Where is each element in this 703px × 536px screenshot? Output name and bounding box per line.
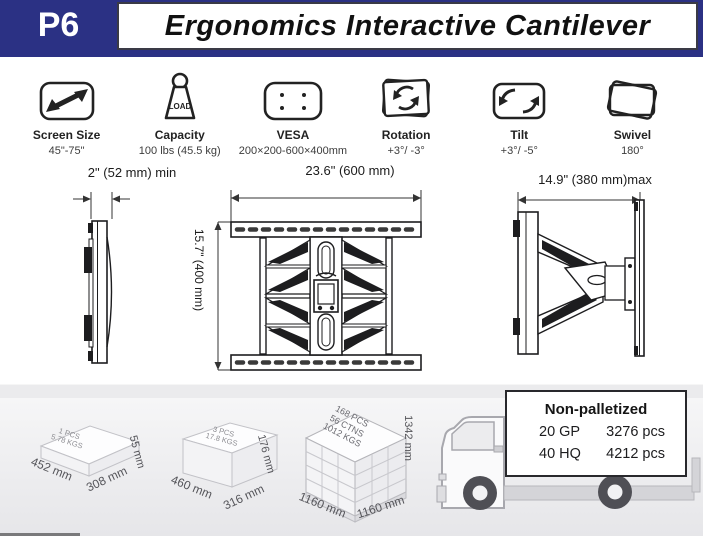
spec-item-screen-size: Screen Size 45"-75" xyxy=(10,66,123,160)
spec-label: Tilt xyxy=(510,128,529,142)
title-box: Ergonomics Interactive Cantilever xyxy=(117,2,698,50)
product-title: Ergonomics Interactive Cantilever xyxy=(164,9,651,42)
spec-label: Rotation xyxy=(381,128,431,142)
spec-value: 100 lbs (45.5 kg) xyxy=(138,145,221,157)
container-info-title: Non-palletized xyxy=(544,401,648,418)
load-icon-text: LOAD xyxy=(168,102,191,111)
container-type: 40 HQ xyxy=(539,446,581,462)
drawings-section: 2" (52 mm) min 23.6" (600 mm) 15.7" (400… xyxy=(0,160,703,384)
dim-extension: 14.9" (380 mm)max xyxy=(538,172,652,187)
spec-value: 180° xyxy=(621,145,644,157)
spec-label: Screen Size xyxy=(32,128,101,142)
pallet-graphic xyxy=(304,413,408,523)
dim-wall-depth: 2" (52 mm) min xyxy=(87,165,177,180)
spec-item-vesa: VESA 200×200-600×400mm xyxy=(236,66,349,160)
spec-item-capacity: LOAD Capacity 100 lbs (45.5 kg) xyxy=(123,66,236,160)
header-bar: P6 Ergonomics Interactive Cantilever xyxy=(0,0,703,57)
spec-item-rotation: Rotation +3°/ -3° xyxy=(350,66,463,160)
load-weight-icon: LOAD xyxy=(150,66,210,124)
truck-graphic xyxy=(436,416,701,510)
tilt-icon xyxy=(488,66,550,124)
inner-box-graphic xyxy=(39,425,141,477)
drawing-side-view xyxy=(73,192,130,364)
spec-item-swivel: Swivel 180° xyxy=(576,66,689,160)
rotation-icon xyxy=(375,66,437,124)
container-row-40hq: 40 HQ 4212 pcs xyxy=(507,446,685,462)
bottom-edge-shadow xyxy=(0,533,80,536)
drawing-extended-view xyxy=(513,192,645,357)
container-qty: 4212 pcs xyxy=(606,446,665,462)
spec-item-tilt: Tilt +3°/ -5° xyxy=(463,66,576,160)
spec-value: 45"-75" xyxy=(48,145,85,157)
dim-height: 15.7" (400 mm) xyxy=(192,228,206,312)
spec-value: +3°/ -3° xyxy=(387,145,425,157)
spec-label: Swivel xyxy=(613,128,652,142)
vesa-pattern-icon xyxy=(260,66,326,124)
container-info-box: Non-palletized 20 GP 3276 pcs 40 HQ 4212… xyxy=(505,390,687,477)
screen-size-icon xyxy=(36,66,98,124)
drawing-front-view xyxy=(214,190,422,371)
spec-value: 200×200-600×400mm xyxy=(238,145,348,157)
container-type: 20 GP xyxy=(539,424,581,440)
spec-value: +3°/ -5° xyxy=(500,145,538,157)
specs-row: Screen Size 45"-75" LOAD Capacity 100 lb… xyxy=(0,60,703,160)
carton-graphic xyxy=(181,422,279,488)
spec-label: VESA xyxy=(276,128,310,142)
pallet-height: 1342 mm xyxy=(401,415,414,461)
container-qty: 3276 pcs xyxy=(606,424,665,440)
swivel-icon xyxy=(600,66,664,124)
container-row-20gp: 20 GP 3276 pcs xyxy=(507,424,685,440)
model-badge: P6 xyxy=(37,5,80,44)
spec-label: Capacity xyxy=(154,128,205,142)
dim-width: 23.6" (600 mm) xyxy=(305,163,395,178)
